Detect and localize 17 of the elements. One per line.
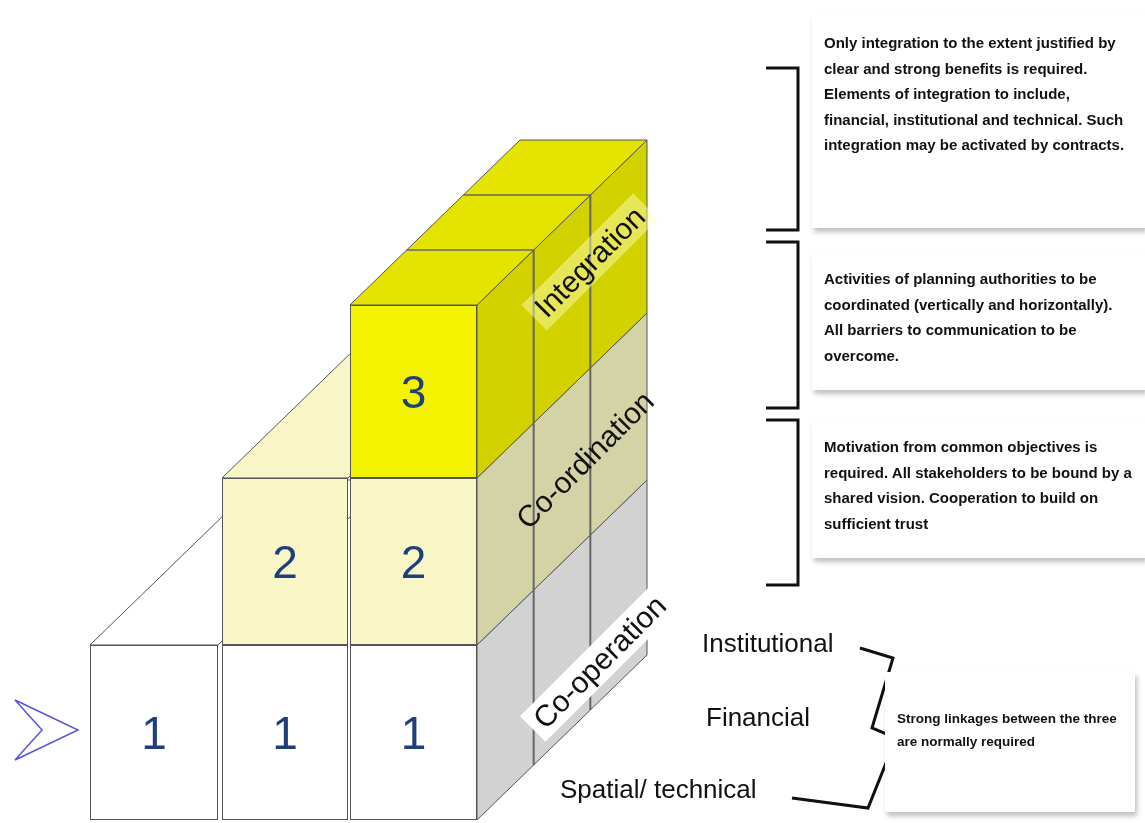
dimension-label: Spatial/ technical [560,774,757,805]
cube-face: 3 [350,305,477,478]
note-box: Motivation from common objectives is required. All stakeholders to be bound by a shared vision. Cooperation to build on sufficient trust [812,420,1145,558]
note-box: Strong linkages between the three are normally required [885,672,1135,812]
cube-face: 1 [350,645,477,820]
note-box: Activities of planning authorities to be coordinated (vertically and horizontally). All barriers to communication to be overcome. [812,252,1145,390]
dimension-label: Institutional [702,628,834,659]
cube-face: 2 [222,478,348,645]
node-label: Only integration to the extent justified by clear and strong benefits is required. Elements of integration to include, financial, institutional and technical. Such integration may be activated by contracts. [824,34,1125,153]
cube-face: 2 [350,478,477,645]
note-box: Only integration to the extent justified by clear and strong benefits is required. Elements of integration to include, financial, institutional and technical. Such integration may be activated by contracts. [812,16,1145,228]
cube-face: 1 [222,645,348,820]
cube-face: 1 [90,645,218,820]
node-label: Motivation from common objectives is required. All stakeholders to be bound by a shared vision. Cooperation to build on sufficient trust [824,438,1132,532]
node-label: Strong linkages between the three are normally required [897,711,1117,749]
node-label: Activities of planning authorities to be coordinated (vertically and horizontally). All barriers to communication to be overcome. [824,270,1113,364]
dimension-label: Financial [706,702,811,733]
